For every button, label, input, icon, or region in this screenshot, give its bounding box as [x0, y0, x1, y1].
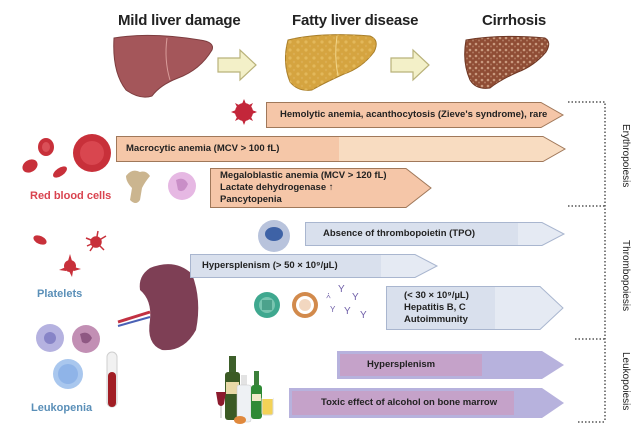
svg-text:Y: Y [344, 306, 351, 317]
svg-text:Y: Y [352, 292, 359, 303]
svg-text:Y: Y [330, 305, 336, 314]
red-blood-cells-icon [22, 134, 111, 178]
arrow-immune-causes: (< 30 × 10⁹/µL) Hepatitis B, C Autoimmun… [386, 286, 564, 330]
stage-title-cirrhosis: Cirrhosis [482, 12, 547, 29]
bone-icon [126, 170, 150, 203]
lymphocyte-icon [36, 324, 64, 352]
arrow-label: Hemolytic anemia, acanthocytosis (Zieve'… [280, 109, 548, 120]
arrow-label: Toxic effect of alcohol on bone marrow [321, 397, 498, 408]
liver-cirrhotic-icon [464, 35, 550, 89]
arrow-macrocytic-anemia: Macrocytic anemia (MCV > 100 fL) [116, 136, 567, 162]
label-leukopenia: Leukopenia [31, 402, 93, 414]
arrow-label-line-1: (< 30 × 10⁹/µL) [404, 290, 469, 301]
arrow-label-line-2: Hepatitis B, C [404, 302, 466, 313]
stage-title-mild-liver-damage: Mild liver damage [118, 12, 241, 29]
process-label-leukopoiesis: Leukopoiesis [620, 352, 631, 411]
arrow-label: Hypersplenism (> 50 × 10⁹/µL) [202, 260, 338, 271]
arrow-hemolytic-anemia: Hemolytic anemia, acanthocytosis (Zieve'… [266, 102, 565, 128]
megaloblast-cell-icon [168, 172, 196, 200]
antibodies-icon: ⩑ Y Y Y Y Y [326, 284, 367, 321]
arrow-absence-tpo: Absence of thrombopoietin (TPO) [305, 222, 566, 246]
process-label-thrombopoiesis: Thrombopoiesis [620, 240, 631, 312]
arrow-label: Macrocytic anemia (MCV > 100 fL) [126, 143, 280, 154]
process-label-erythropoiesis: Erythropoiesis [620, 124, 631, 188]
stage-title-fatty-liver-disease: Fatty liver disease [292, 12, 419, 29]
stage-arrow-1 [217, 48, 257, 82]
alcohol-bottles-icon [216, 356, 274, 424]
stage-arrow-2 [390, 48, 430, 82]
svg-text:Y: Y [360, 310, 367, 321]
liver-healthy-icon [113, 34, 213, 98]
process-brackets [568, 101, 606, 423]
acanthocyte-icon [231, 99, 257, 125]
arrow-label-line-2: Lactate dehydrogenase ↑ [220, 182, 334, 193]
arrow-label-line-1: Megaloblastic anemia (MCV > 120 fL) [220, 170, 387, 181]
arrow-hypersplenism-platelets: Hypersplenism (> 50 × 10⁹/µL) [190, 254, 439, 278]
label-platelets: Platelets [37, 288, 83, 300]
megakaryocyte-icon [258, 220, 290, 252]
monocyte-icon [53, 359, 83, 389]
arrow-alcohol-toxicity: Toxic effect of alcohol on bone marrow [289, 388, 565, 418]
spleen-icon [117, 264, 199, 351]
neutrophil-icon [72, 325, 100, 353]
blood-tube-icon [106, 351, 118, 408]
svg-text:Y: Y [338, 284, 345, 295]
arrow-hypersplenism-leukocytes: Hypersplenism [337, 351, 565, 379]
arrow-label: Absence of thrombopoietin (TPO) [323, 228, 475, 239]
arrow-label-line-3: Pancytopenia [220, 194, 282, 205]
hepatitis-c-virus-icon [292, 292, 318, 318]
label-red-blood-cells: Red blood cells [30, 190, 112, 202]
platelets-icon [33, 230, 107, 277]
arrow-label-line-3: Autoimmunity [404, 314, 468, 325]
arrow-label: Hypersplenism [367, 359, 436, 370]
svg-text:⩑: ⩑ [326, 291, 331, 300]
hepatitis-b-virus-icon [254, 292, 280, 318]
arrow-megaloblastic-anemia: Megaloblastic anemia (MCV > 120 fL) Lact… [210, 168, 432, 208]
liver-fatty-icon [284, 34, 377, 91]
